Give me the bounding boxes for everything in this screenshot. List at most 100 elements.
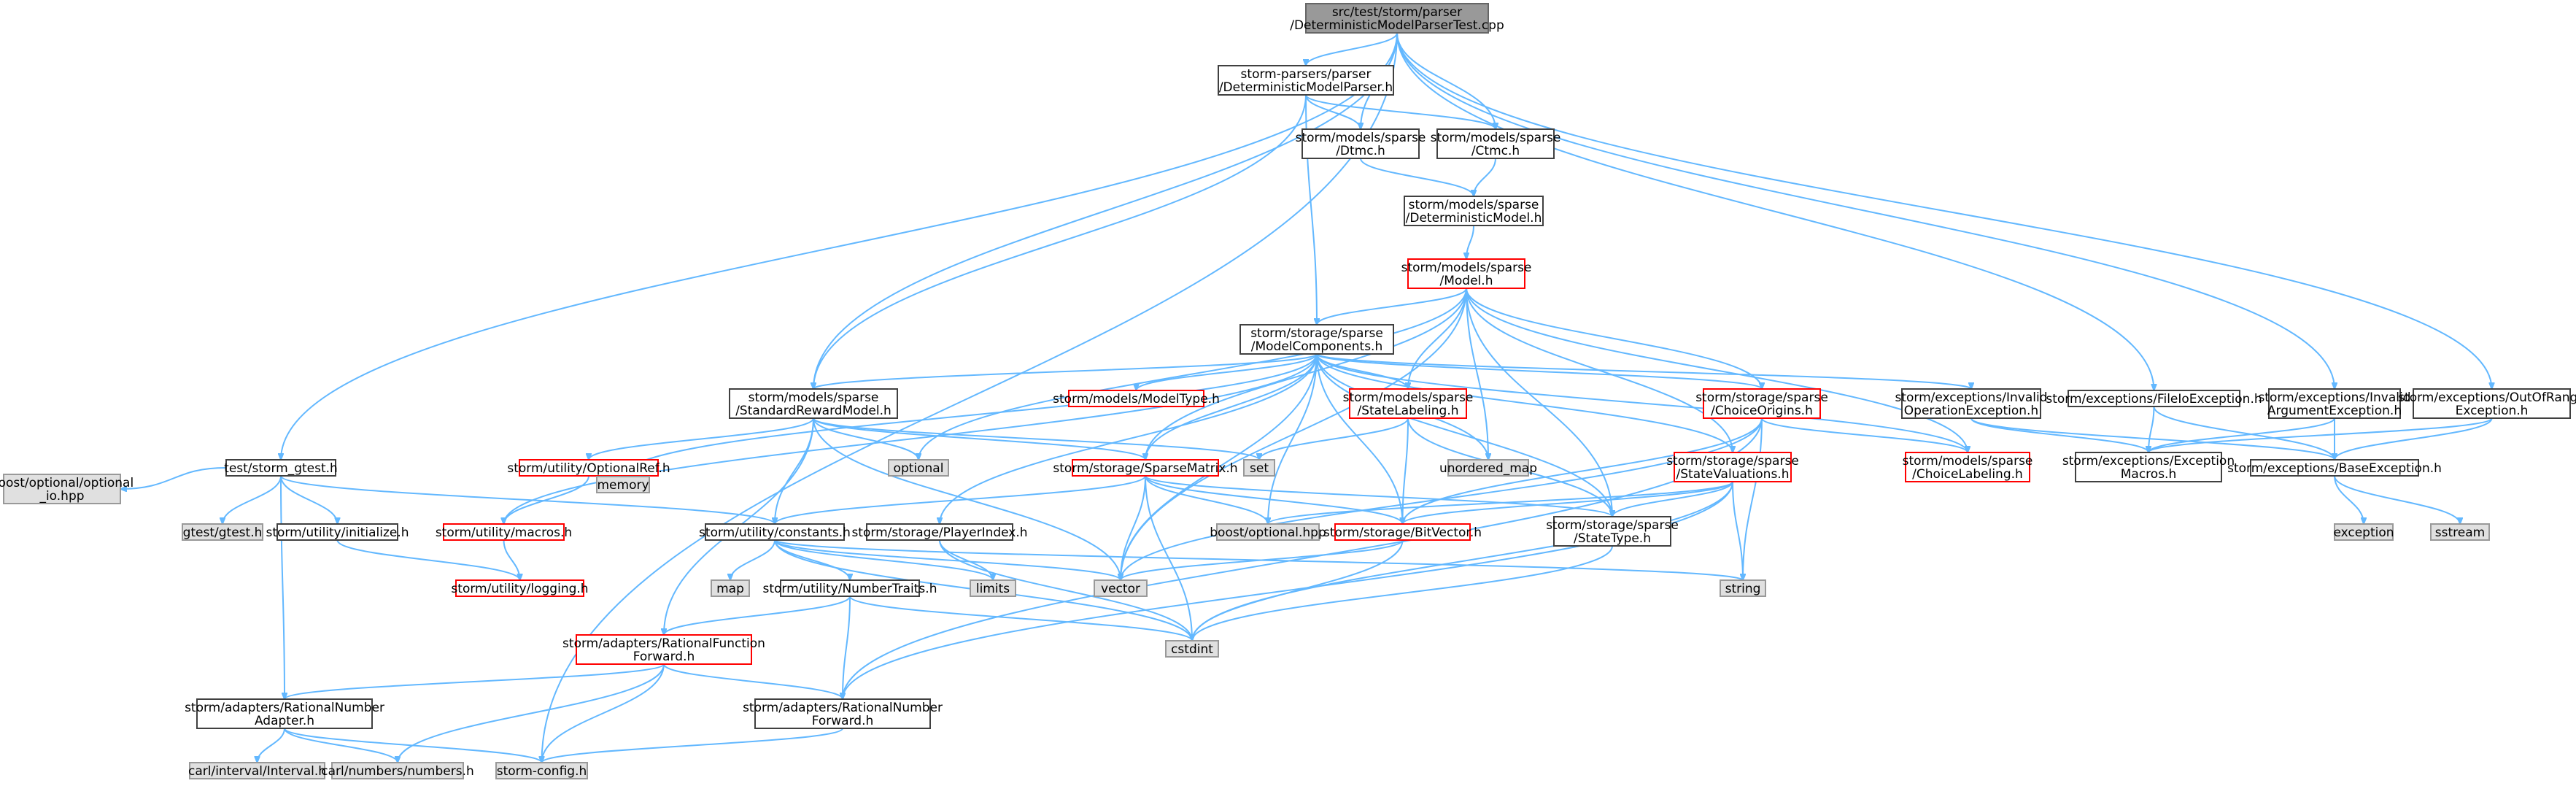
node-detmodel[interactable]: storm/models/sparse/DeterministicModel.h [1404,196,1544,226]
edge-playerindex-to-cstdint [939,539,1192,641]
node-sparsematrix[interactable]: storm/storage/SparseMatrix.h [1053,459,1238,477]
node-box [1165,640,1219,658]
node-init[interactable]: storm/utility/initialize.h [266,523,409,541]
edge-model-to-choicelabeling [1466,288,1968,452]
edge-rna-to-stormconfig [284,728,542,763]
node-box [189,762,325,779]
node-statetype[interactable]: storm/storage/sparse/StateType.h [1546,516,1679,547]
node-label: storm/models/ModelType.h [1053,392,1220,407]
edge-mc-to-memory [623,353,1318,477]
node-ctmc[interactable]: storm/models/sparse/Ctmc.h [1431,128,1561,159]
node-box [1436,128,1555,159]
edge-root-to-fileio [1396,32,2154,390]
node-box [1072,459,1219,477]
node-srm[interactable]: storm/models/sparse/StandardRewardModel.… [729,388,898,419]
node-label: carl/numbers/numbers.h [321,764,474,779]
node-label: Macros.h [2121,467,2176,482]
edge-invop-to-excmacros [1970,417,2148,452]
node-label: storm-config.h [497,764,587,779]
node-model[interactable]: storm/models/sparse/Model.h [1401,258,1532,289]
node-gtestw[interactable]: test/storm_gtest.h [224,459,338,477]
edge-gtestw-to-init [280,475,338,524]
node-constants[interactable]: storm/utility/constants.h [699,523,851,541]
node-dtmc[interactable]: storm/models/sparse/Dtmc.h [1296,128,1426,159]
node-label: storm/models/sparse [1401,261,1532,275]
node-fileio[interactable]: storm/exceptions/FileIoException.h [2046,390,2262,407]
node-label: storm/adapters/RationalNumber [185,701,384,715]
edge-sparsematrix-to-statetype [1145,475,1612,517]
edge-rnf-to-stormconfig [542,728,843,763]
node-label: storm/utility/logging.h [451,582,588,596]
node-invarg[interactable]: storm/exceptions/InvalidArgumentExceptio… [2258,388,2411,419]
edge-statevals-to-boptional [1268,481,1733,524]
node-mc[interactable]: storm/storage/sparse/ModelComponents.h [1239,324,1394,355]
edge-mc-to-invop [1316,353,1971,389]
edge-model-to-statetype [1466,288,1612,517]
node-label: boost/optional.hpp [1210,525,1326,540]
node-label: storm/storage/sparse [1666,454,1799,469]
edge-choiceorigins-to-string [1743,417,1763,580]
node-label: storm/exceptions/BaseException.h [2227,461,2442,476]
node-box [1334,523,1471,541]
node-modeltype[interactable]: storm/models/ModelType.h [1053,390,1220,407]
node-label: gtest/gtest.h [183,525,263,540]
node-baseexc[interactable]: storm/exceptions/BaseException.h [2227,459,2442,477]
node-optref[interactable]: storm/utility/OptionalRef.h [507,459,670,477]
node-vector: vector [1094,579,1148,597]
node-box [1349,388,1467,419]
node-invop[interactable]: storm/exceptions/InvalidOperationExcepti… [1895,388,2048,419]
edge-sparsematrix-to-vector [1121,475,1146,580]
node-bitvector[interactable]: storm/storage/BitVector.h [1323,523,1482,541]
node-label: /StandardRewardModel.h [735,404,891,418]
node-label: boost/optional/optional [0,476,134,490]
edge-baseexc-to-sstream [2334,475,2460,524]
node-label: storm/storage/sparse [1546,518,1679,533]
edges-layer [120,32,2492,763]
node-sstream: sstream [2430,523,2490,541]
node-statevals[interactable]: storm/storage/sparse/StateValuations.h [1666,452,1799,482]
edge-dmp-to-ctmc [1305,94,1496,129]
node-dmp[interactable]: storm-parsers/parser/DeterministicModelP… [1218,65,1394,96]
node-box [225,459,336,477]
edge-rff-to-stormconfig [542,663,665,763]
node-numtraits[interactable]: storm/utility/NumberTraits.h [763,579,937,597]
node-limits: limits [970,579,1016,597]
edge-statevals-to-string [1732,481,1743,580]
node-label: src/test/storm/parser [1332,5,1462,20]
node-box [970,579,1016,597]
edge-fileio-to-baseexc [2153,406,2335,460]
edge-rna-to-carlnumbers [284,728,398,763]
edge-gtestw-to-constants [280,475,775,524]
edge-dmp-to-dtmc [1305,94,1361,129]
node-choicelabeling[interactable]: storm/models/sparse/ChoiceLabeling.h [1903,452,2033,482]
node-label: Adapter.h [255,714,314,728]
node-label: Exception.h [2456,404,2529,418]
edge-mc-to-playerindex [940,353,1318,524]
node-label: storm/utility/constants.h [699,525,851,540]
edge-numtraits-to-rff [664,596,851,635]
node-box [2250,459,2419,477]
node-label: storm/models/sparse [1343,390,1474,405]
edge-mc-to-macros [504,353,1318,524]
node-box [866,523,1013,541]
node-carlinterval: carl/interval/Interval.h [188,762,326,779]
node-statelabeling[interactable]: storm/models/sparse/StateLabeling.h [1343,388,1474,419]
node-label: Forward.h [812,714,874,728]
edge-mc-to-sparsematrix [1145,353,1318,460]
edge-numtraits-to-rnf [843,596,851,699]
node-choiceorigins[interactable]: storm/storage/sparse/ChoiceOrigins.h [1695,388,1828,419]
edge-fileio-to-excmacros [2148,406,2155,452]
node-label: Forward.h [633,650,695,664]
node-label: /Model.h [1440,274,1493,288]
edge-mc-to-boptional [1268,353,1318,524]
node-root[interactable]: src/test/storm/parser/DeterministicModel… [1290,3,1504,34]
node-playerindex[interactable]: storm/storage/PlayerIndex.h [851,523,1028,541]
node-logging[interactable]: storm/utility/logging.h [451,579,589,597]
node-macros[interactable]: storm/utility/macros.h [436,523,572,541]
